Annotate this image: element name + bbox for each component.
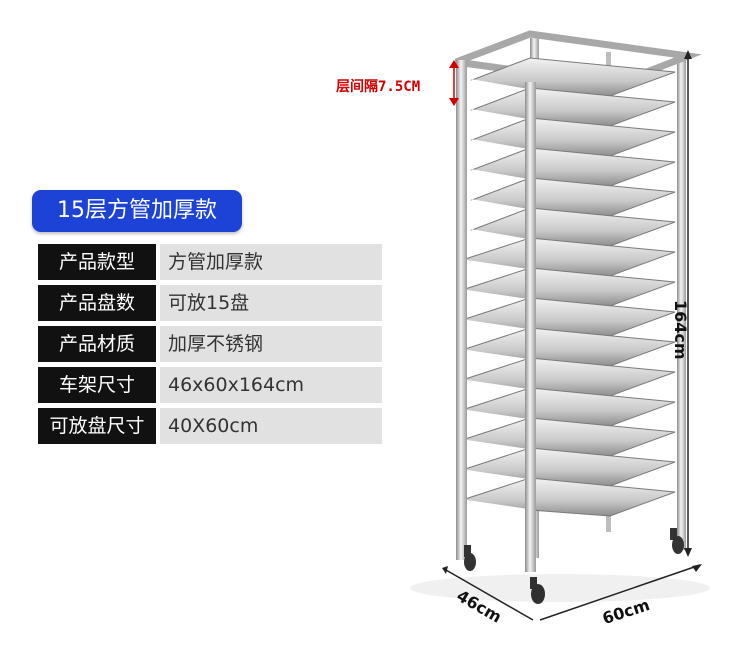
- tray-lip: [471, 139, 531, 151]
- layer-gap-marker: [449, 60, 459, 106]
- tray-lip: [461, 499, 531, 511]
- spec-label: 产品盘数: [38, 285, 156, 321]
- front-right-post: [525, 82, 536, 572]
- tray-lip: [461, 349, 531, 361]
- back-right-post: [677, 60, 686, 550]
- tray-layer: [461, 417, 676, 457]
- height-dimension: [684, 50, 692, 557]
- tray-lip: [471, 229, 531, 241]
- tray-lip: [471, 79, 531, 91]
- tray-layer: [461, 267, 676, 307]
- tray-lip: [471, 169, 531, 181]
- spec-value: 方管加厚款: [160, 244, 382, 280]
- tray-lip: [461, 259, 531, 271]
- tray-layer: [470, 117, 676, 157]
- spec-row-frame-size: 车架尺寸 46x60x164cm: [38, 367, 382, 403]
- tray-layer: [470, 177, 676, 217]
- height-label: 164cm: [671, 300, 690, 360]
- tray-layer: [470, 207, 676, 247]
- tray-layer: [461, 357, 676, 397]
- spec-value: 加厚不锈钢: [160, 326, 382, 362]
- spec-label: 可放盘尺寸: [38, 408, 156, 444]
- spec-label: 车架尺寸: [38, 367, 156, 403]
- spec-row-model: 产品款型 方管加厚款: [38, 244, 382, 280]
- tray-lip: [471, 199, 531, 211]
- spec-row-tray-size: 可放盘尺寸 40X60cm: [38, 408, 382, 444]
- front-left-post: [456, 60, 467, 560]
- tray-stack: [461, 57, 676, 517]
- tray-layer: [461, 237, 676, 277]
- tray-lip: [461, 379, 531, 391]
- caster-wheels: [464, 528, 684, 604]
- layer-gap-label: 层间隔7.5CM: [336, 79, 421, 95]
- tray-layer: [461, 387, 676, 427]
- tray-lip: [461, 319, 531, 331]
- tray-lip: [461, 439, 531, 451]
- tray-layer: [461, 447, 676, 487]
- tray-layer: [461, 327, 676, 367]
- tray-lip: [471, 109, 531, 121]
- tray-lip: [461, 409, 531, 421]
- spec-value: 40X60cm: [160, 408, 382, 444]
- width-dimension: [539, 564, 702, 621]
- tray-lip: [461, 469, 531, 481]
- spec-value: 可放15盘: [160, 285, 382, 321]
- tray-layer: [470, 57, 676, 97]
- spec-label: 产品款型: [38, 244, 156, 280]
- depth-dimension: [442, 566, 534, 621]
- spec-label: 产品材质: [38, 326, 156, 362]
- tray-layer: [461, 477, 676, 517]
- spec-row-tray-count: 产品盘数 可放15盘: [38, 285, 382, 321]
- tray-layer: [461, 297, 676, 337]
- tray-layer: [470, 87, 676, 127]
- spec-row-material: 产品材质 加厚不锈钢: [38, 326, 382, 362]
- product-title-badge: 15层方管加厚款: [32, 190, 242, 232]
- spec-value: 46x60x164cm: [160, 367, 382, 403]
- tray-lip: [461, 289, 531, 301]
- tray-layer: [470, 147, 676, 187]
